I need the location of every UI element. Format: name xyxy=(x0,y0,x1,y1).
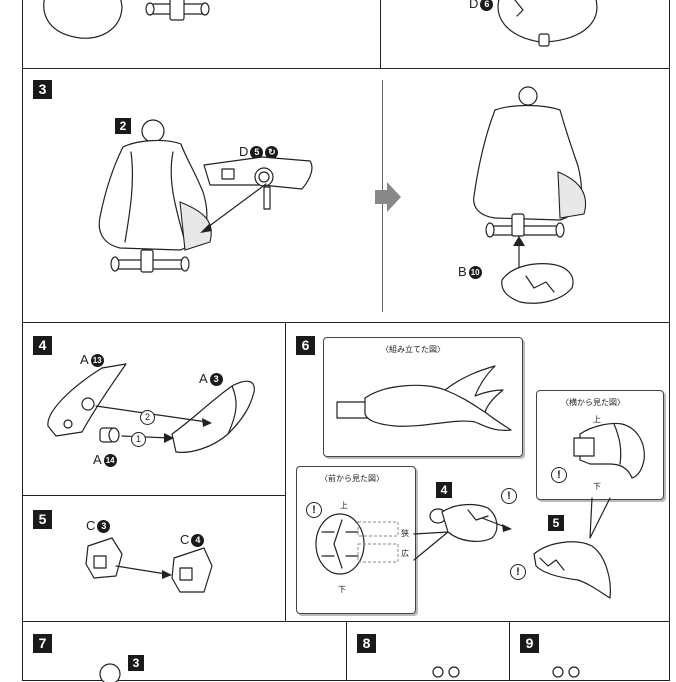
step6-sub5-warning-icon: ! xyxy=(510,564,526,580)
step3-part-d-letter: D xyxy=(239,144,249,159)
step6-assembled-caption: 〈組み立てた図〉 xyxy=(381,345,445,354)
step4-a14-letter: A xyxy=(93,452,102,467)
step6-sub4-figure xyxy=(429,503,512,542)
step3-arrow-left xyxy=(200,183,267,233)
step8-number: 8 xyxy=(357,634,376,653)
step3-part-b xyxy=(501,263,574,304)
step9-number: 9 xyxy=(520,634,539,653)
step6-side-box-pointer xyxy=(589,497,611,539)
step5-c4-number: 4 xyxy=(191,534,205,548)
step3-callout-2: 2 xyxy=(115,118,131,134)
step6-front-warning-icon: ! xyxy=(306,502,322,518)
step3-part-b-letter: B xyxy=(458,264,467,279)
step6-wide-label: 広 xyxy=(401,549,409,558)
step3-number: 3 xyxy=(33,80,52,99)
top-left-figure xyxy=(43,0,210,39)
step5-number: 5 xyxy=(33,510,52,529)
step6-side-warning-icon: ! xyxy=(551,467,567,483)
step5-c4-letter: C xyxy=(180,532,190,547)
step3-part-d-number: 5 xyxy=(250,146,264,160)
top-right-figure xyxy=(497,0,598,47)
step3-part-d xyxy=(203,156,313,210)
top-right-part-number: 6 xyxy=(480,0,494,12)
step3-body-assembly-left xyxy=(98,119,212,273)
step6-front-bottom: 下 xyxy=(338,585,346,594)
step6-sub4: 4 xyxy=(436,482,452,498)
step5-parts xyxy=(85,537,213,593)
step6-side-figure xyxy=(573,422,645,479)
step6-sub5: 5 xyxy=(548,515,564,531)
step6-side-caption: 〈横から見た図〉 xyxy=(561,398,625,407)
step3-part-b-number: 10 xyxy=(468,266,482,280)
step4-a13-number: 13 xyxy=(90,354,104,368)
step8-figure xyxy=(432,666,460,678)
step6-sub5-figure xyxy=(533,541,611,599)
step7-panel xyxy=(22,621,348,681)
step6-sub4-warning-icon: ! xyxy=(501,488,517,504)
step3-part-d-rotate-icon: ↻ xyxy=(265,146,279,160)
step4-order-2: 2 xyxy=(140,410,155,425)
step6-front-figure xyxy=(315,513,399,575)
step5-c3-letter: C xyxy=(86,518,96,533)
step6-front-caption: 〈前から見た図〉 xyxy=(320,474,384,483)
step6-side-bottom: 下 xyxy=(593,482,601,491)
step6-front-top: 上 xyxy=(340,501,348,510)
step7-number: 7 xyxy=(33,634,52,653)
step4-order-1: 1 xyxy=(131,432,146,447)
step3-big-arrow xyxy=(375,182,401,212)
step6-number: 6 xyxy=(296,336,315,355)
step3-body-assembly-right xyxy=(473,86,586,238)
step6-side-top: 上 xyxy=(593,415,601,424)
step7-callout: 3 xyxy=(128,655,144,671)
step6-assembled-figure xyxy=(336,365,512,431)
step5-c3-number: 3 xyxy=(97,520,111,534)
step4-number: 4 xyxy=(33,336,52,355)
step4-a3-number: 3 xyxy=(209,373,223,387)
step4-a13-letter: A xyxy=(80,352,89,367)
step4-parts xyxy=(47,363,255,453)
step4-a3-letter: A xyxy=(199,371,208,386)
top-right-part-letter: D xyxy=(469,0,479,11)
step7-figure xyxy=(99,663,121,682)
step6-narrow-label: 狭 xyxy=(401,529,409,538)
step4-a14-number: 14 xyxy=(103,454,117,468)
